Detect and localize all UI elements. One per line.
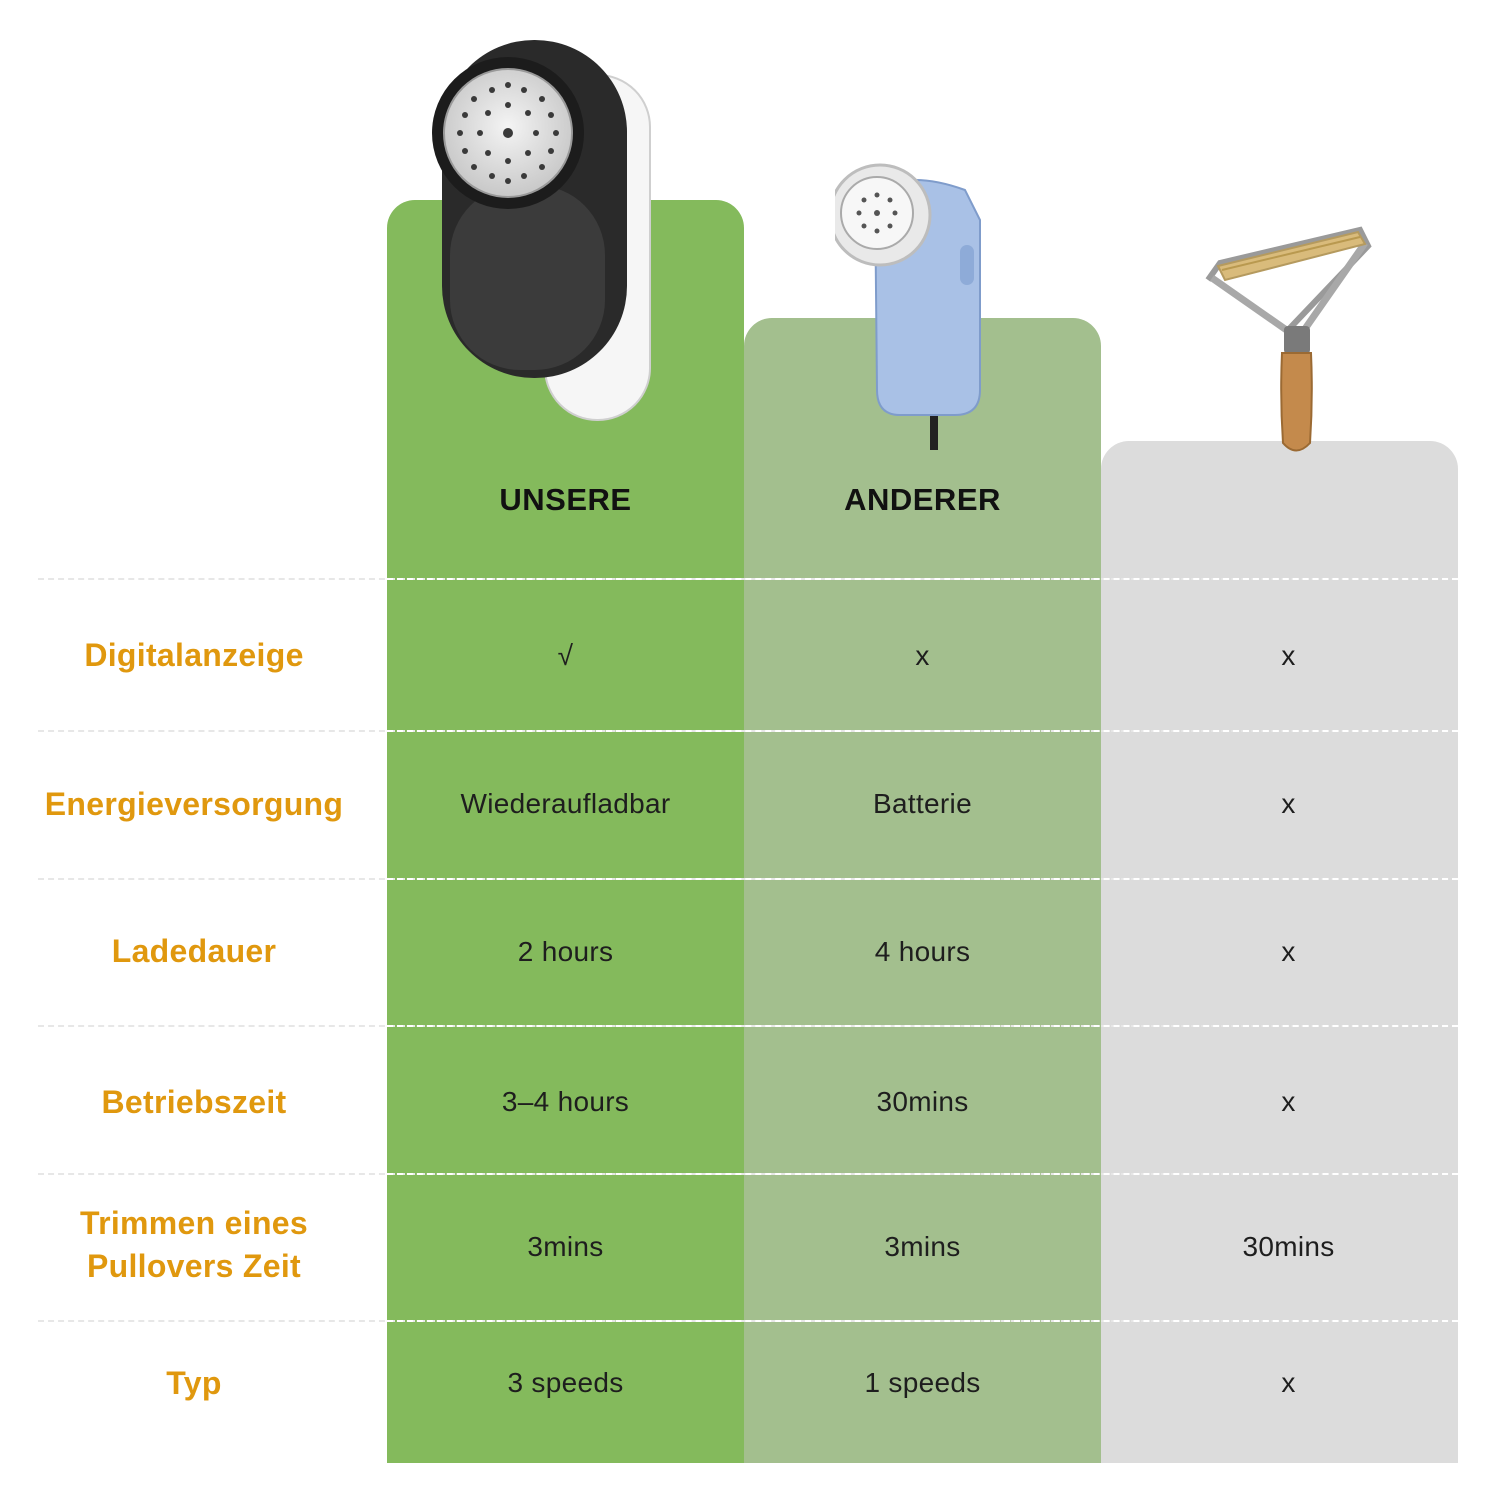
cell-other-ladedauer: 4 hours: [874, 936, 971, 967]
cell-ours-ladedauer: 2 hours: [517, 936, 614, 967]
cell-tool-digitalanzeige: x: [1281, 640, 1296, 671]
cell-tool-trimmen: 30mins: [1242, 1231, 1335, 1262]
row-divider: [38, 878, 1458, 880]
cell-ours-trimmen: 3mins: [527, 1231, 604, 1262]
manual-wooden-lint-remover-image: [1205, 226, 1372, 452]
column-manual-tool: [1101, 441, 1458, 1463]
cell-tool-ladedauer: x: [1281, 936, 1296, 967]
cell-tool-typ: x: [1281, 1367, 1296, 1398]
row-label-energieversorgung: Energieversorgung: [44, 786, 344, 822]
cell-other-typ: 1 speeds: [864, 1367, 981, 1398]
row-label-typ: Typ: [166, 1365, 222, 1401]
cell-ours-digitalanzeige: √: [557, 640, 574, 671]
blue-corded-lint-shaver-image: [835, 163, 981, 450]
cell-ours-energieversorgung: Wiederaufladbar: [460, 788, 671, 819]
black-white-rechargeable-lint-shaver-image: [432, 40, 651, 421]
cell-ours-betriebszeit: 3–4 hours: [501, 1086, 630, 1117]
column-other: [744, 318, 1101, 1463]
cell-other-digitalanzeige: x: [915, 640, 930, 671]
cell-other-betriebszeit: 30mins: [876, 1086, 969, 1117]
row-label-ladedauer: Ladedauer: [111, 933, 277, 969]
row-divider: [38, 1025, 1458, 1027]
cell-tool-energieversorgung: x: [1281, 788, 1296, 819]
cell-tool-betriebszeit: x: [1281, 1086, 1296, 1117]
row-label-trimmen-pullover: Trimmen eines Pullovers Zeit: [80, 1205, 308, 1284]
row-label-digitalanzeige: Digitalanzeige: [84, 637, 304, 673]
header-other: ANDERER: [844, 482, 1001, 517]
cell-other-trimmen: 3mins: [884, 1231, 961, 1262]
row-divider: [38, 1320, 1458, 1322]
row-divider: [38, 578, 1458, 580]
header-ours: UNSERE: [499, 482, 632, 517]
cell-ours-typ: 3 speeds: [507, 1367, 624, 1398]
row-label-betriebszeit: Betriebszeit: [101, 1084, 287, 1120]
cell-other-energieversorgung: Batterie: [873, 788, 972, 819]
row-divider: [38, 730, 1458, 732]
row-divider: [38, 1173, 1458, 1175]
